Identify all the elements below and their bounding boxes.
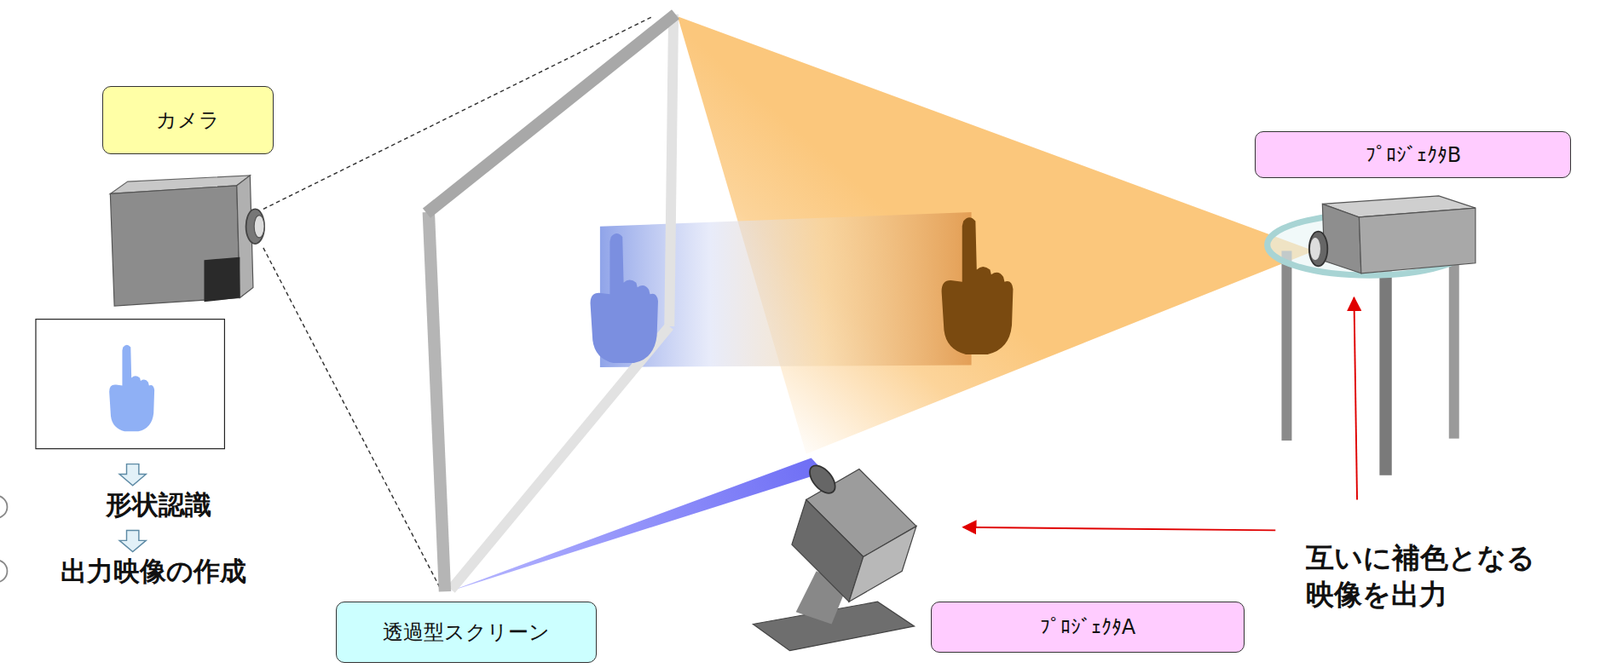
camera-illustration — [109, 185, 240, 307]
projector-b — [1322, 203, 1361, 273]
camera-illustration — [246, 208, 266, 244]
camera-label: カメラ — [102, 86, 274, 155]
camera-image — [35, 319, 225, 450]
screen-label: 透過型スクリーン — [335, 601, 596, 664]
edge-circle — [0, 560, 7, 583]
process-step: 出力映像の作成 — [60, 554, 247, 589]
screen-frame — [428, 212, 445, 592]
camera-illustration — [254, 215, 265, 238]
callout-arrow — [1353, 298, 1358, 501]
camera-illustration — [203, 257, 240, 303]
screen-frame — [450, 326, 670, 590]
label-text: ﾌﾟﾛｼﾞｪｸﾀB — [1365, 143, 1462, 168]
down-arrow — [119, 464, 146, 486]
camera-image — [35, 319, 225, 450]
process-step: 形状認識 — [105, 487, 212, 522]
edge-circle — [0, 496, 7, 519]
callout-arrow — [963, 298, 1358, 532]
label-text: ﾌﾟﾛｼﾞｪｸﾀA — [1039, 615, 1136, 640]
shadow-hand — [941, 217, 1014, 355]
down-arrow — [119, 530, 146, 552]
projector-a — [791, 500, 864, 603]
screen-hand — [590, 233, 659, 364]
projector-a — [804, 461, 840, 498]
projector-b — [1310, 237, 1321, 260]
projector-b-table — [1449, 247, 1460, 439]
projector-a — [752, 461, 917, 652]
label-text: 透過型スクリーン — [382, 618, 550, 647]
projector-b — [1309, 231, 1329, 267]
projector-b — [1309, 196, 1476, 274]
projector-b — [1358, 207, 1475, 274]
projector-label: ﾌﾟﾛｼﾞｪｸﾀA — [930, 601, 1246, 653]
projector-label: ﾌﾟﾛｼﾞｪｸﾀB — [1254, 131, 1572, 179]
camera-view-line — [263, 248, 441, 590]
camera-image — [109, 345, 155, 432]
projector-b-table — [1281, 250, 1292, 441]
edge-circle — [0, 496, 7, 584]
projector-a — [849, 526, 917, 603]
callout-arrow — [963, 527, 1276, 532]
screen-frame — [669, 14, 674, 327]
label-text: カメラ — [155, 106, 220, 134]
projector-b-table — [1379, 263, 1392, 476]
screen-frame — [426, 14, 676, 214]
screen-frame — [426, 14, 676, 592]
camera-illustration — [109, 175, 265, 307]
callout-note: 互いに補色となる 映像を出力 — [1305, 540, 1536, 614]
